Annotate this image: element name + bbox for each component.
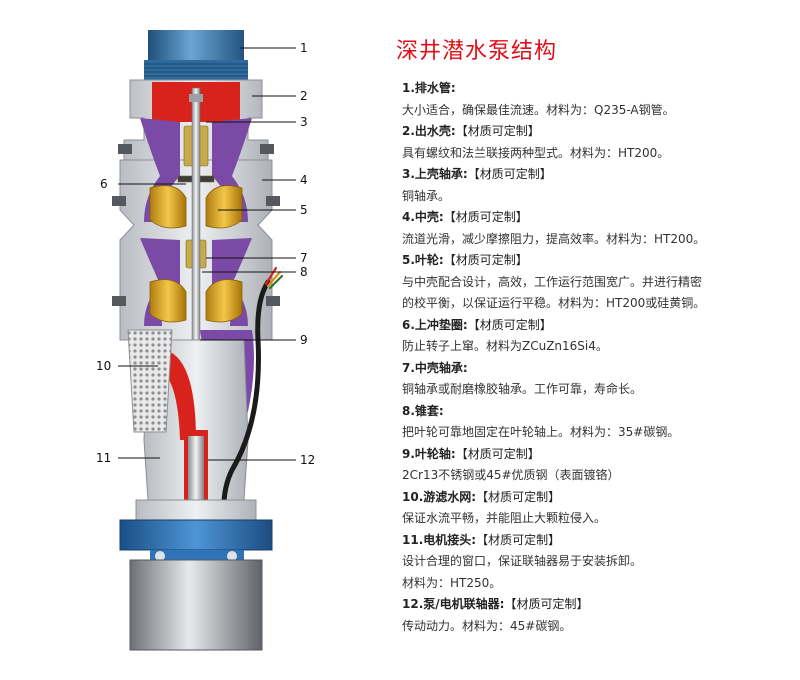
part-1: 1.排水管: 大小适合，确保最佳流速。材料为：Q235-A钢管。 bbox=[402, 78, 794, 121]
part-description: 防止转子上窜。材料为ZCuZn16Si4。 bbox=[402, 339, 608, 353]
leader-lines bbox=[118, 47, 296, 461]
motor-body bbox=[129, 559, 263, 651]
part-tag: 【材质可定制】 bbox=[467, 317, 552, 332]
part-description: 铜轴承。 bbox=[402, 188, 451, 203]
part-6: 6.上冲垫圈:【材质可定制】 防止转子上窜。材料为ZCuZn16Si4。 bbox=[402, 315, 794, 358]
part-name: 5.叶轮: bbox=[402, 253, 444, 267]
callout-1: 1 bbox=[300, 41, 308, 55]
part-tag: 【材质可定制】 bbox=[467, 167, 552, 181]
part-name: 12.泵/电机联轴器: bbox=[402, 597, 505, 611]
callout-numbers: 1 2 3 4 5 6 7 8 9 10 11 12 bbox=[96, 41, 315, 467]
part-9: 9.叶轮轴:【材质可定制】 2Cr13不锈钢或45#优质钢（表面镀铬） bbox=[402, 444, 794, 487]
part-description: 与中壳配合设计，高效，工作运行范围宽广。并进行精密 bbox=[402, 274, 703, 289]
motor-adapter bbox=[119, 499, 273, 561]
part-11: 11.电机接头:【材质可定制】 设计合理的窗口，保证联轴器易于安装拆卸。 材料为… bbox=[402, 530, 794, 595]
part-description: 传动动力。材料为：45#碳钢。 bbox=[402, 618, 572, 633]
pump-structure-diagram: 1 2 3 4 5 6 7 8 9 10 11 12 bbox=[96, 30, 315, 651]
part-name: 11.电机接头: bbox=[402, 532, 477, 547]
callout-2: 2 bbox=[300, 89, 308, 103]
part-name: 6.上冲垫圈: bbox=[402, 317, 468, 332]
callout-11: 11 bbox=[96, 451, 111, 465]
callout-12: 12 bbox=[300, 453, 315, 467]
part-tag: 【材质可定制】 bbox=[476, 532, 561, 547]
part-description: 材料为：HT250。 bbox=[402, 575, 502, 590]
part-name: 10.游滤水网: bbox=[402, 489, 477, 504]
part-tag: 【材质可定制】 bbox=[455, 446, 540, 461]
discharge-pipe bbox=[144, 30, 248, 82]
part-7: 7.中壳轴承: 铜轴承或耐磨橡胶轴承。工作可靠，寿命长。 bbox=[402, 358, 794, 401]
part-description: 具有螺纹和法兰联接两种型式。材料为：HT200。 bbox=[402, 145, 670, 160]
callout-8: 8 bbox=[300, 265, 308, 279]
part-8: 8.锥套: 把叶轮可靠地固定在叶轮轴上。材料为：35#碳钢。 bbox=[402, 401, 794, 444]
part-name: 9.叶轮轴: bbox=[402, 446, 456, 461]
power-cable bbox=[221, 266, 284, 523]
callout-5: 5 bbox=[300, 203, 308, 217]
part-description: 的校平衡，以保证运行平稳。材料为：HT200或硅黄铜。 bbox=[402, 296, 706, 310]
callout-9: 9 bbox=[300, 333, 308, 347]
part-tag: 【材质可定制】 bbox=[455, 124, 540, 138]
part-tag: 【材质可定制】 bbox=[476, 489, 561, 504]
part-name: 3.上壳轴承: bbox=[402, 167, 468, 181]
callout-7: 7 bbox=[300, 251, 308, 265]
part-name: 1.排水管: bbox=[402, 81, 456, 95]
strainer-screen bbox=[127, 329, 173, 433]
diagram-title: 深井潜水泵结构 bbox=[396, 39, 558, 64]
part-5: 5.叶轮:【材质可定制】 与中壳配合设计，高效，工作运行范围宽广。并进行精密 的… bbox=[402, 250, 794, 315]
part-12: 12.泵/电机联轴器:【材质可定制】 传动动力。材料为：45#碳钢。 bbox=[402, 594, 794, 637]
part-4: 4.中壳:【材质可定制】 流道光滑，减少摩擦阻力，提高效率。材料为：HT200。 bbox=[402, 207, 794, 250]
part-3: 3.上壳轴承:【材质可定制】 铜轴承。 bbox=[402, 164, 794, 207]
callout-6: 6 bbox=[100, 177, 108, 191]
part-description: 设计合理的窗口，保证联轴器易于安装拆卸。 bbox=[402, 554, 643, 568]
part-description: 铜轴承或耐磨橡胶轴承。工作可靠，寿命长。 bbox=[402, 382, 643, 396]
part-10: 10.游滤水网:【材质可定制】 保证水流平畅，并能阻止大颗粒侵入。 bbox=[402, 487, 794, 530]
part-tag: 【材质可定制】 bbox=[504, 597, 589, 611]
callout-10: 10 bbox=[96, 359, 111, 373]
part-tag: 【材质可定制】 bbox=[443, 210, 528, 224]
part-description: 保证水流平畅，并能阻止大颗粒侵入。 bbox=[402, 511, 607, 525]
parts-list: 1.排水管: 大小适合，确保最佳流速。材料为：Q235-A钢管。 2.出水壳:【… bbox=[402, 78, 794, 637]
part-description: 大小适合，确保最佳流速。材料为：Q235-A钢管。 bbox=[402, 102, 675, 117]
part-description: 把叶轮可靠地固定在叶轮轴上。材料为：35#碳钢。 bbox=[402, 425, 680, 439]
callout-4: 4 bbox=[300, 173, 308, 187]
part-2: 2.出水壳:【材质可定制】 具有螺纹和法兰联接两种型式。材料为：HT200。 bbox=[402, 121, 794, 164]
part-description: 流道光滑，减少摩擦阻力，提高效率。材料为：HT200。 bbox=[402, 231, 706, 246]
callout-3: 3 bbox=[300, 115, 308, 129]
part-name: 2.出水壳: bbox=[402, 124, 456, 138]
part-description: 2Cr13不锈钢或45#优质钢（表面镀铬） bbox=[402, 468, 620, 482]
part-name: 7.中壳轴承: bbox=[402, 360, 468, 375]
part-name: 8.锥套: bbox=[402, 403, 444, 418]
part-name: 4.中壳: bbox=[402, 210, 444, 224]
impellers bbox=[149, 185, 243, 323]
part-tag: 【材质可定制】 bbox=[443, 253, 528, 267]
